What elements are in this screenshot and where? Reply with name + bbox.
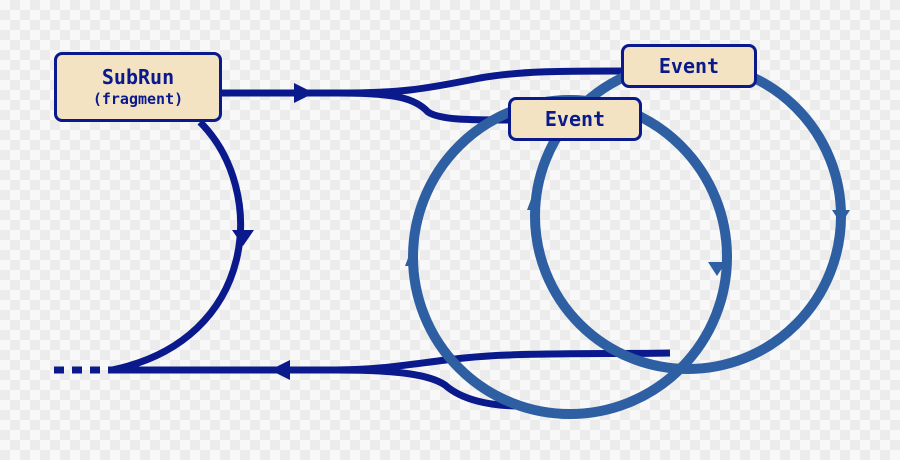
event-node-lower: Event — [508, 97, 642, 141]
arrowhead-down — [232, 230, 254, 246]
arrowhead-lower-loop-down — [708, 262, 726, 276]
arrowhead-upper-loop-down — [832, 210, 850, 224]
subrun-node: SubRun (fragment) — [54, 52, 222, 122]
subrun-subtitle: (fragment) — [92, 90, 184, 108]
split-line-to-event-2 — [337, 89, 511, 124]
arrowhead-lower-loop-up — [405, 250, 417, 266]
event-node-upper: Event — [621, 44, 757, 88]
split-line-to-event-1 — [337, 67, 626, 97]
arrowhead-right — [294, 83, 314, 103]
subrun-return-curve — [111, 119, 244, 374]
event-upper-title: Event — [658, 54, 720, 78]
arrowhead-upper-loop-up — [527, 194, 539, 210]
merge-line-from-lower-loop — [335, 366, 521, 410]
arrowhead-left — [270, 360, 290, 380]
subrun-title: SubRun — [101, 65, 175, 89]
event-lower-title: Event — [544, 107, 606, 131]
